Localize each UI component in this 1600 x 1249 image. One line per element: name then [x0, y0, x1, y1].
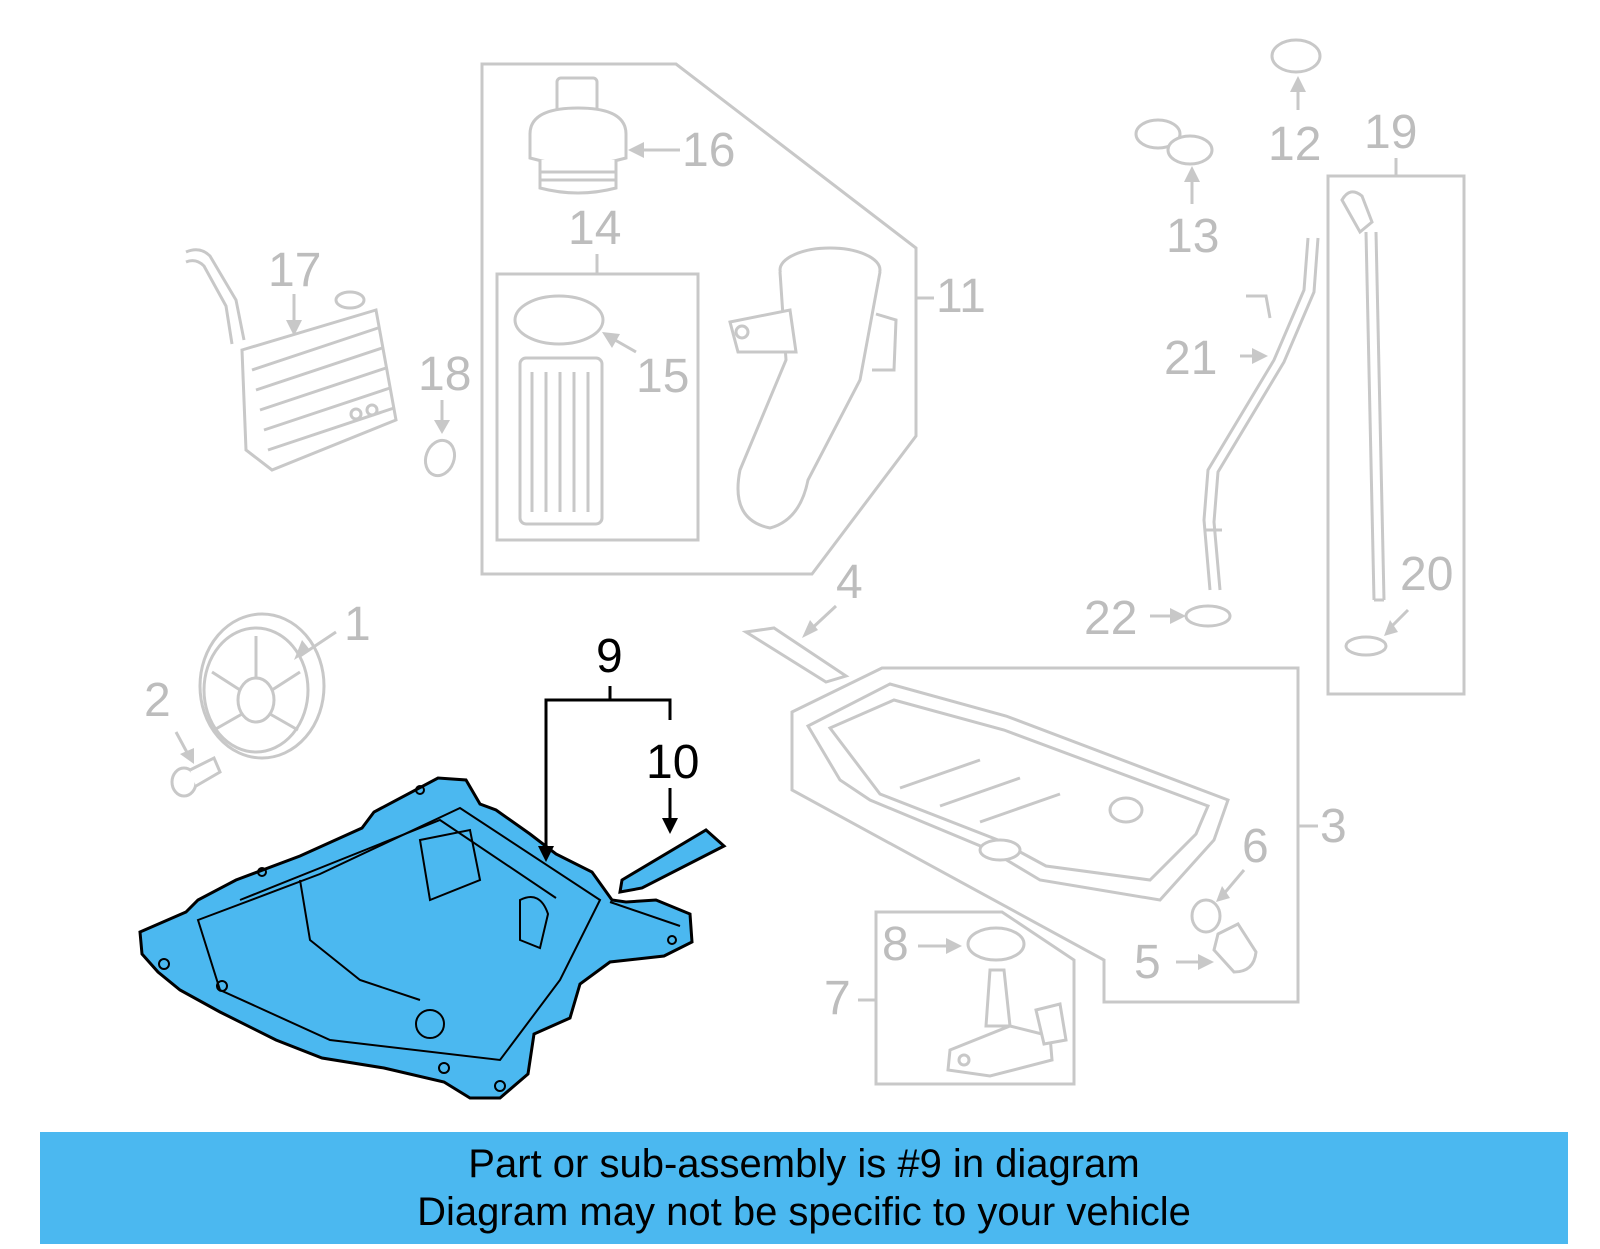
gasket-part-10[interactable] [618, 828, 727, 894]
o-ring-part-13b[interactable] [1166, 134, 1214, 166]
bolt-part-2[interactable] [170, 755, 222, 798]
group-box-3 [790, 666, 1300, 1004]
callout-6[interactable]: 6 [1242, 820, 1269, 873]
callout-11[interactable]: 11 [936, 270, 986, 323]
callout-17[interactable]: 17 [268, 244, 321, 297]
o-ring-part-8[interactable] [966, 926, 1026, 962]
seal-part-6[interactable] [1190, 898, 1222, 934]
filter-element-part[interactable] [518, 356, 604, 526]
banner-line-disclaimer: Diagram may not be specific to your vehi… [417, 1190, 1191, 1234]
callout-21[interactable]: 21 [1164, 332, 1217, 385]
pulley-part[interactable] [198, 612, 326, 760]
drain-plug-part[interactable] [1212, 922, 1258, 974]
o-ring-part-18[interactable] [421, 436, 460, 479]
oil-filter-cap-part[interactable] [528, 76, 628, 195]
group-box-19 [1326, 174, 1466, 696]
upper-oil-pan-part-9[interactable] [138, 776, 694, 1100]
callout-13[interactable]: 13 [1166, 210, 1219, 263]
oil-cooler-part[interactable] [185, 248, 398, 472]
o-ring-part-12[interactable] [1270, 38, 1322, 74]
o-ring-part-13a[interactable] [1134, 118, 1182, 150]
callout-22[interactable]: 22 [1084, 592, 1137, 645]
banner-line-part-number: Part or sub-assembly is #9 in diagram [468, 1142, 1140, 1186]
group-box-11 [480, 62, 918, 576]
filter-housing-part[interactable] [728, 246, 898, 530]
oil-level-sensor-part[interactable] [946, 968, 1068, 1078]
callout-9[interactable]: 9 [596, 630, 623, 683]
seal-part-22[interactable] [1184, 604, 1232, 628]
callout-3[interactable]: 3 [1320, 800, 1347, 853]
o-ring-part-20[interactable] [1344, 635, 1388, 657]
o-ring-part-15[interactable] [513, 294, 605, 346]
callout-1[interactable]: 1 [344, 598, 371, 651]
info-banner: Part or sub-assembly is #9 in diagram Di… [40, 1132, 1568, 1244]
dipstick-tube-part[interactable] [1202, 237, 1310, 591]
callout-12[interactable]: 12 [1268, 118, 1321, 171]
dipstick-part[interactable] [1340, 190, 1386, 602]
diagram-canvas: 1 2 3 4 5 6 7 8 9 10 11 12 13 14 15 16 1… [138, 38, 1466, 1100]
callout-7[interactable]: 7 [824, 972, 851, 1025]
callout-14[interactable]: 14 [568, 202, 621, 255]
callout-15[interactable]: 15 [636, 350, 689, 403]
gasket-part-4[interactable] [741, 626, 850, 684]
callout-5[interactable]: 5 [1134, 936, 1161, 989]
callout-20[interactable]: 20 [1400, 548, 1453, 601]
callout-4[interactable]: 4 [836, 556, 863, 609]
leader-9 [544, 698, 672, 854]
callout-10[interactable]: 10 [646, 736, 699, 789]
lower-oil-pan-part[interactable] [805, 682, 1230, 902]
callout-16[interactable]: 16 [682, 124, 735, 177]
callout-19[interactable]: 19 [1364, 106, 1417, 159]
callout-2[interactable]: 2 [144, 674, 171, 727]
group-box-7 [874, 910, 1076, 1086]
callout-18[interactable]: 18 [418, 348, 471, 401]
callout-8[interactable]: 8 [882, 918, 909, 971]
